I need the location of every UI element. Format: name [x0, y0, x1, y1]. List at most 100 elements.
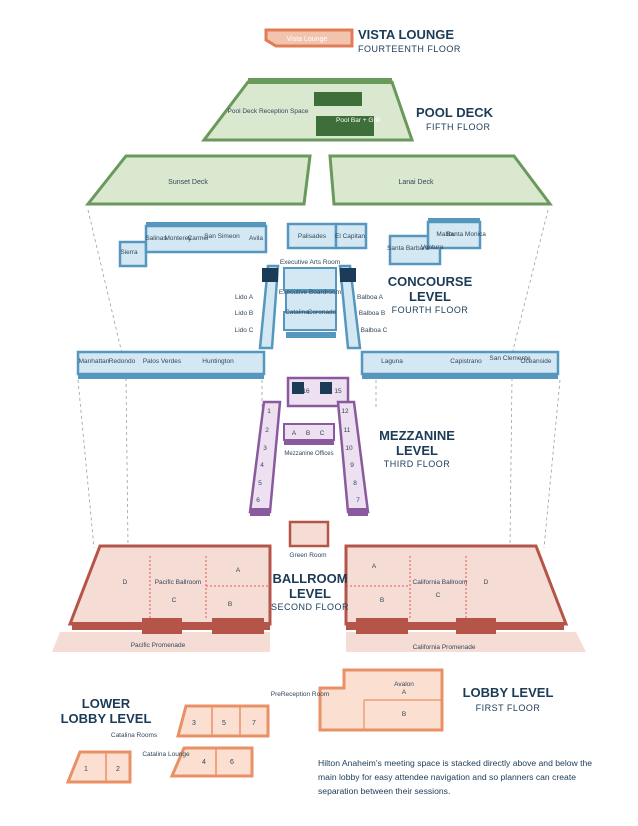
pacific-ballroom[interactable]	[52, 544, 272, 652]
concourse-north-west-rooms[interactable]	[118, 222, 268, 268]
ballroom-floor: SECOND FLOOR	[270, 602, 349, 612]
lower-room-label-5: 5	[222, 720, 226, 727]
room-label-oceanside: Oceanside	[520, 358, 551, 365]
pacific-section-b: B	[228, 601, 232, 608]
room-label-monterey: Monterey	[164, 235, 192, 242]
lower-room-label-3: 3	[192, 720, 196, 727]
lower-room-label-2: 2	[116, 766, 120, 773]
room-label-redondo: Redondo	[109, 358, 136, 365]
mezzanine-floor: THIRD FLOOR	[383, 459, 451, 469]
california-promenade-label: California Promenade	[413, 644, 476, 651]
lower-lobby-level: 1 2 3 4 5 6 7 Catalina Rooms Catalina Lo…	[65, 704, 270, 784]
mezz-room-11: 11	[344, 427, 351, 434]
pacific-promenade-label: Pacific Promenade	[131, 642, 186, 649]
room-label-salinas: Salinas	[145, 235, 167, 242]
pool-deck-area[interactable]: Pool Deck Reception Space Pool Bar + Gri…	[200, 78, 415, 142]
avalon-section-b: B	[402, 711, 406, 718]
mezz-room-3: 3	[263, 445, 267, 452]
california-section-c: C	[436, 592, 441, 599]
room-label-carmel: Carmel	[188, 235, 210, 242]
room-label-balboa-b: Balboa B	[359, 310, 385, 317]
room-label-ventura: Ventura	[421, 244, 444, 251]
avalon-room[interactable]	[318, 668, 444, 732]
lanai-deck-label: Lanai Deck	[398, 179, 434, 186]
lower-room-label-4: 4	[202, 759, 206, 766]
avalon-label: Avalon	[394, 681, 414, 688]
room-label-huntington: Huntington	[202, 358, 234, 365]
pacific-ballroom-label: Pacific Ballroom	[155, 579, 202, 586]
ballroom-title: BALLROOM LEVEL	[272, 571, 348, 601]
mezz-room-16: 16	[302, 388, 310, 395]
mezzanine-center-rooms[interactable]	[283, 423, 335, 445]
mezz-room-9: 9	[350, 462, 354, 469]
room-label-san-simeon: San Simeon	[204, 233, 240, 240]
vista-lounge-room[interactable]: Vista Lounge	[264, 28, 354, 48]
concourse-south-west-rooms[interactable]	[76, 350, 266, 379]
lower-room-label-7: 7	[252, 720, 256, 727]
lower-rooms-4-6[interactable]	[169, 746, 254, 778]
concourse-floor: FOURTH FLOOR	[391, 305, 469, 315]
pool-deck-floor: FIFTH FLOOR	[426, 122, 491, 132]
green-room[interactable]: Green Room	[288, 520, 330, 559]
mezz-room-12: 12	[341, 408, 349, 415]
ballroom-level: Green Room Pacific Ballroom A	[52, 520, 586, 652]
mezz-offices-label: Mezzanine Offices	[284, 451, 333, 457]
room-label-palos-verdes: Palos Verdes	[143, 358, 182, 365]
mezzanine-left-rooms[interactable]	[248, 400, 282, 516]
california-ballroom[interactable]	[344, 544, 586, 652]
mezzanine-level: 16 15 1 2 3 4 5 6 12 11 10 9 8 7 A B C M…	[248, 376, 370, 516]
room-label-malibu: Malibu	[436, 231, 456, 238]
room-label-balboa-a: Balboa A	[357, 294, 384, 301]
room-label-lido-c: Lido C	[235, 327, 254, 334]
room-label-palisades: Palisades	[298, 233, 327, 240]
pool-reception-label: Pool Deck Reception Space	[228, 108, 309, 115]
mezz-room-c: C	[320, 430, 325, 437]
vista-lounge-label: Vista Lounge	[287, 36, 328, 43]
vista-lounge-title: VISTA LOUNGE	[358, 27, 455, 42]
concourse-north-east-rooms[interactable]	[388, 218, 482, 266]
mezz-room-b: B	[306, 430, 310, 437]
california-ballroom-label: California Ballroom	[413, 579, 468, 586]
concourse-south-east-rooms[interactable]	[360, 350, 560, 379]
lower-lobby-title: LOWER LOBBY LEVEL	[60, 696, 152, 726]
room-label-catalina: Catalina	[285, 309, 309, 316]
lower-rooms-3-5-7[interactable]	[176, 704, 270, 738]
mezzanine-top-rooms[interactable]	[286, 376, 350, 408]
mezz-room-7: 7	[356, 497, 360, 504]
mezz-room-15: 15	[334, 388, 342, 395]
sunset-deck-label: Sunset Deck	[168, 179, 208, 186]
balboa-wing[interactable]	[338, 264, 362, 350]
concourse-level: Sierra Salinas Monterey Carmel San Simeo…	[76, 218, 560, 379]
pool-deck-title: POOL DECK	[416, 105, 494, 120]
prereception-label: PreReception Room	[271, 691, 330, 698]
concourse-center-rooms[interactable]	[283, 222, 368, 338]
catalina-lounge-label: Catalina Lounge	[142, 751, 190, 758]
room-label-santa-monica: Santa Monica	[446, 231, 486, 238]
lobby-floor: FIRST FLOOR	[475, 703, 541, 713]
room-label-sierra: Sierra	[120, 249, 138, 256]
lower-room-1-2[interactable]	[65, 750, 132, 784]
room-label-capistrano: Capistrano	[450, 358, 482, 365]
room-label-avila: Avila	[249, 235, 263, 242]
vista-lounge-floor: FOURTEENTH FLOOR	[358, 44, 461, 54]
avalon-section-a: A	[402, 689, 407, 696]
description-note: Hilton Anaheim’s meeting space is stacke…	[318, 758, 593, 796]
mezz-room-8: 8	[353, 480, 357, 487]
lido-wing[interactable]	[258, 264, 280, 350]
room-label-lido-a: Lido A	[235, 294, 254, 301]
room-label-santa-barbara: Santa Barbara	[387, 245, 429, 252]
pacific-section-d: D	[123, 579, 128, 586]
lanai-deck-area[interactable]: Lanai Deck	[328, 154, 553, 206]
pacific-section-a: A	[236, 567, 241, 574]
room-label-manhattan: Manhattan	[79, 358, 110, 365]
lobby-title: LOBBY LEVEL	[462, 685, 554, 700]
room-label-el-capitan: El Capitan	[335, 233, 365, 240]
sunset-deck-area[interactable]: Sunset Deck	[84, 154, 312, 206]
lobby-level: PreReception Room Avalon A B	[271, 668, 444, 732]
mezz-room-10: 10	[345, 445, 353, 452]
room-label-laguna: Laguna	[381, 358, 403, 365]
mezz-room-6: 6	[256, 497, 260, 504]
mezzanine-right-rooms[interactable]	[336, 400, 370, 516]
mezz-room-1: 1	[267, 408, 271, 415]
